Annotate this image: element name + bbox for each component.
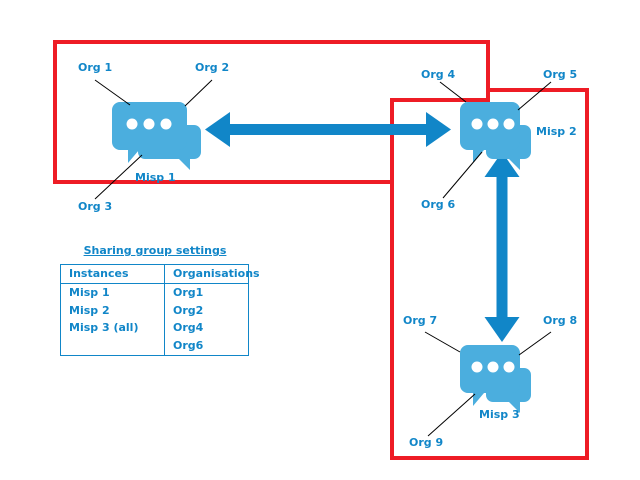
table-row: Org6 — [60, 337, 249, 356]
leader-line-org1 — [94, 79, 131, 106]
leader-line-org3 — [94, 154, 143, 200]
sharing-group-settings: Sharing group settings Instances Organis… — [60, 244, 260, 356]
connection-misp1-misp2 — [205, 112, 451, 147]
cell-organisation-1: Org1 — [164, 283, 249, 302]
cell-instance-4 — [60, 337, 165, 356]
org-label-org3: Org 3 — [78, 200, 113, 213]
org-label-org2: Org 2 — [195, 61, 230, 74]
cell-instance-3: Misp 3 (all) — [60, 319, 165, 337]
red-boundary-misp2-misp3 — [390, 42, 589, 460]
leader-line-org8 — [518, 331, 552, 356]
org-label-org8: Org 8 — [543, 314, 578, 327]
leader-line-org9 — [427, 393, 476, 437]
column-header-instances: Instances — [60, 264, 165, 284]
org-label-org4: Org 4 — [421, 68, 456, 81]
org-label-org1: Org 1 — [78, 61, 113, 74]
org-label-org5: Org 5 — [543, 68, 578, 81]
sharing-group-table: Instances Organisations Misp 1 Org1 Misp… — [60, 264, 260, 356]
node-label-misp1: Misp 1 — [135, 171, 176, 184]
chat-bubbles-icon-misp1 — [112, 102, 201, 170]
chat-bubbles-icon-misp3 — [460, 345, 531, 413]
connection-misp2-misp3 — [484, 152, 520, 342]
sharing-group-title: Sharing group settings — [83, 244, 227, 257]
table-row: Misp 2 Org2 — [60, 301, 249, 320]
table-row: Misp 1 Org1 — [60, 283, 249, 302]
node-label-misp2: Misp 2 — [536, 125, 577, 138]
node-label-misp3: Misp 3 — [479, 408, 520, 421]
org-label-org9: Org 9 — [409, 436, 444, 449]
cell-organisation-2: Org2 — [164, 301, 249, 320]
leader-line-org7 — [424, 331, 461, 353]
table-header-row: Instances Organisations — [60, 264, 260, 284]
cell-organisation-4: Org6 — [164, 337, 249, 356]
leader-line-org6 — [442, 151, 483, 199]
column-header-organisations: Organisations — [164, 264, 260, 284]
chat-bubbles-icon-misp2 — [460, 102, 531, 170]
cell-instance-1: Misp 1 — [60, 283, 165, 302]
org-label-org6: Org 6 — [421, 198, 456, 211]
org-label-org7: Org 7 — [403, 314, 438, 327]
cell-organisation-3: Org4 — [164, 319, 249, 337]
leader-line-org4 — [439, 81, 467, 103]
cell-instance-2: Misp 2 — [60, 301, 165, 320]
leader-line-org5 — [517, 81, 552, 111]
leader-line-org2 — [184, 79, 213, 107]
table-row: Misp 3 (all) Org4 — [60, 319, 249, 337]
